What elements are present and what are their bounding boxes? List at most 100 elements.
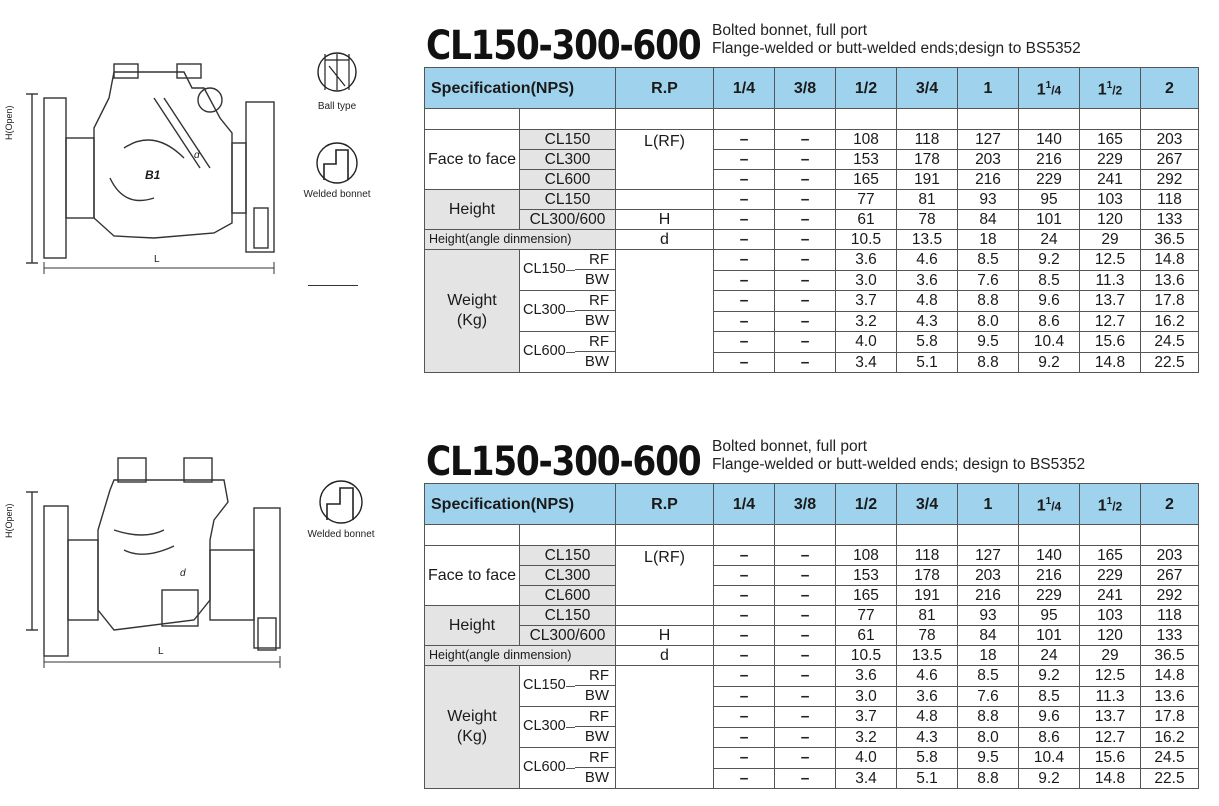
value-cell: 11.3	[1079, 685, 1141, 707]
size-main: 2	[1165, 495, 1174, 513]
value-cell: 95	[1018, 605, 1080, 626]
value-cell: 216	[1018, 565, 1080, 586]
value-cell: 77	[835, 189, 897, 210]
header-rp: R.P	[615, 67, 714, 109]
rp-cell: d	[615, 645, 714, 666]
value-cell: 8.0	[957, 310, 1019, 332]
value-cell: 81	[896, 605, 958, 626]
value-cell: 17.8	[1140, 706, 1199, 728]
drawing-height-label: H(Open)	[4, 105, 14, 140]
value-cell: 4.8	[896, 706, 958, 728]
value-cell: 12.5	[1079, 665, 1141, 687]
size-main: 3/8	[793, 495, 817, 513]
value-cell: –	[774, 189, 836, 210]
value-cell: 10.5	[835, 645, 897, 666]
value-cell: –	[774, 645, 836, 666]
rp-cell: L(RF)	[615, 129, 714, 190]
value-cell: 101	[1018, 209, 1080, 230]
class-cell: CL150	[519, 605, 616, 626]
value-cell: –	[774, 545, 836, 566]
value-cell: 7.6	[957, 685, 1019, 707]
size-main: 3/4	[915, 79, 939, 97]
value-cell: 36.5	[1140, 229, 1199, 250]
blank-cell	[519, 108, 616, 130]
value-cell: 8.5	[1018, 269, 1080, 291]
value-cell: 24	[1018, 645, 1080, 666]
value-cell: 3.2	[835, 726, 897, 748]
value-cell: –	[774, 565, 836, 586]
blank-cell	[896, 108, 958, 130]
size-main: 2	[1165, 79, 1174, 97]
value-cell: 165	[835, 169, 897, 190]
face-group-label: Face to face	[424, 129, 520, 190]
value-cell: –	[774, 149, 836, 170]
value-cell: 3.4	[835, 767, 897, 789]
value-cell: 203	[957, 149, 1019, 170]
size-sup: 1	[1045, 79, 1052, 91]
header-size: 3/8	[774, 483, 836, 525]
value-cell: 127	[957, 129, 1019, 150]
weight-class-label: CL300	[523, 718, 566, 734]
value-cell: 81	[896, 189, 958, 210]
value-cell: 10.4	[1018, 331, 1080, 353]
end-type-label: RF	[589, 708, 609, 725]
split-tie	[566, 727, 575, 728]
value-cell: 5.8	[896, 747, 958, 769]
value-cell: 9.5	[957, 331, 1019, 353]
value-cell: –	[774, 665, 836, 687]
subtitle-line-1: Bolted bonnet, full port	[712, 438, 868, 455]
value-cell: 5.1	[896, 351, 958, 373]
value-cell: 216	[1018, 149, 1080, 170]
size-main: 1	[1036, 81, 1046, 99]
value-cell: 103	[1079, 189, 1141, 210]
class-cell: CL300/600	[519, 209, 616, 230]
value-cell: 292	[1140, 585, 1199, 606]
blank-cell	[424, 108, 520, 130]
value-cell: 8.5	[957, 665, 1019, 687]
value-cell: 29	[1079, 645, 1141, 666]
size-main: 1/2	[854, 495, 878, 513]
value-cell: 3.0	[835, 685, 897, 707]
class-cell: CL600	[519, 585, 616, 606]
value-cell: 8.6	[1018, 310, 1080, 332]
value-cell: 4.6	[896, 249, 958, 271]
value-cell: –	[713, 645, 775, 666]
welded-bonnet-label: Welded bonnet	[307, 529, 375, 540]
rp-cell	[615, 189, 714, 210]
value-cell: 15.6	[1079, 747, 1141, 769]
subtitle-line-1: Bolted bonnet, full port	[712, 22, 868, 39]
value-cell: 22.5	[1140, 351, 1199, 373]
value-cell: 4.0	[835, 331, 897, 353]
split-tie	[566, 270, 575, 271]
weight-group-label: Weight(Kg)	[424, 665, 520, 789]
class-cell: CL300/600	[519, 625, 616, 646]
value-cell: 10.4	[1018, 747, 1080, 769]
split-tie	[566, 352, 575, 353]
blank-cell	[896, 524, 958, 546]
value-cell: –	[774, 625, 836, 646]
value-cell: 84	[957, 209, 1019, 230]
size-main: 1	[983, 79, 993, 97]
value-cell: 14.8	[1140, 665, 1199, 687]
value-cell: 13.7	[1079, 706, 1141, 728]
angle-label: Height(angle dinmension)	[424, 645, 616, 666]
value-cell: –	[713, 747, 775, 769]
blank-cell	[835, 524, 897, 546]
size-tail: /4	[1051, 499, 1062, 514]
value-cell: 9.2	[1018, 665, 1080, 687]
blank-cell	[713, 524, 775, 546]
value-cell: 165	[1079, 545, 1141, 566]
value-cell: 4.3	[896, 726, 958, 748]
value-cell: –	[774, 331, 836, 353]
size-main: 1	[983, 495, 993, 513]
weight-class-label: CL600	[523, 759, 566, 775]
value-cell: 13.5	[896, 229, 958, 250]
value-cell: 3.2	[835, 310, 897, 332]
